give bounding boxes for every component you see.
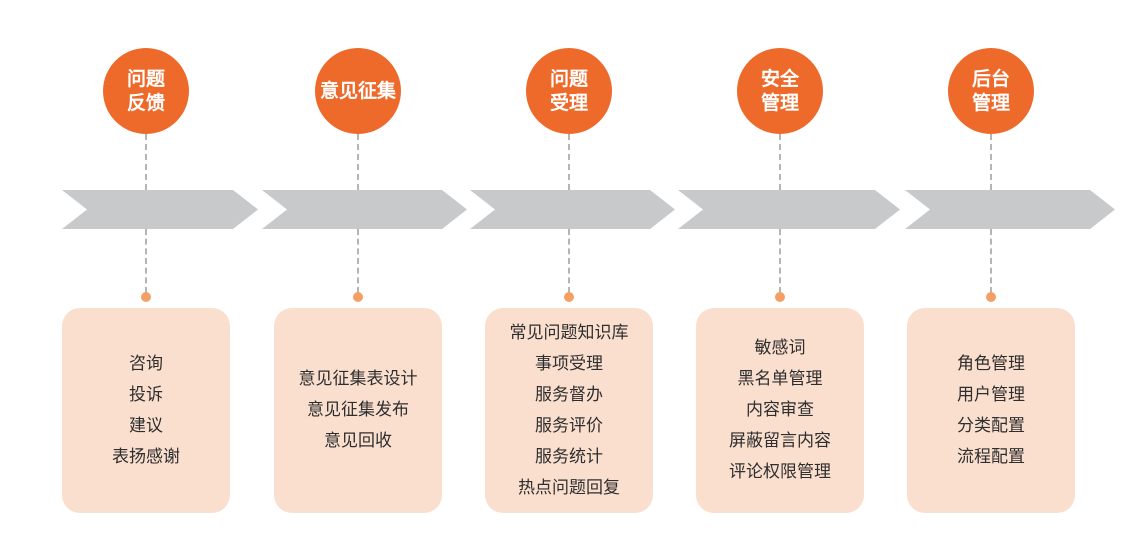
stage-title-circle: 后台 管理 — [948, 48, 1034, 134]
stage-2: 意见征集意见征集表设计意见征集发布意见回收 — [274, 0, 442, 552]
stage-items-box: 常见问题知识库事项受理服务督办服务评价服务统计热点问题回复 — [485, 308, 653, 513]
stage-items-box: 咨询投诉建议表扬感谢 — [62, 308, 230, 513]
connector-bottom — [357, 229, 359, 293]
stage-item: 建议 — [129, 415, 163, 436]
stage-items-box: 敏感词黑名单管理内容审查屏蔽留言内容评论权限管理 — [696, 308, 864, 513]
connector-dot — [775, 292, 785, 302]
connector-dot — [353, 292, 363, 302]
stage-item: 意见回收 — [324, 431, 392, 451]
stage-4: 安全 管理敏感词黑名单管理内容审查屏蔽留言内容评论权限管理 — [696, 0, 864, 552]
stage-item: 意见征集表设计 — [298, 369, 418, 389]
stage-item: 事项受理 — [535, 353, 603, 374]
connector-top — [990, 134, 992, 190]
stage-title-circle: 问题 反馈 — [103, 48, 189, 134]
connector-dot — [986, 292, 996, 302]
stage-item: 敏感词 — [754, 338, 806, 358]
stage-item: 常见问题知识库 — [509, 322, 629, 343]
connector-dot — [141, 292, 151, 302]
stage-title-circle: 问题 受理 — [526, 48, 612, 134]
stage-item: 服务督办 — [535, 384, 603, 405]
connector-bottom — [568, 229, 570, 293]
stage-item: 意见征集发布 — [307, 400, 409, 420]
stage-3: 问题 受理常见问题知识库事项受理服务督办服务评价服务统计热点问题回复 — [485, 0, 653, 552]
connector-bottom — [779, 229, 781, 293]
stage-item: 流程配置 — [957, 446, 1025, 467]
chevron-arrow-2 — [262, 190, 467, 229]
stage-title-circle: 意见征集 — [315, 48, 401, 134]
stage-1: 问题 反馈咨询投诉建议表扬感谢 — [62, 0, 230, 552]
stage-item: 黑名单管理 — [737, 369, 823, 389]
stage-items-box: 角色管理用户管理分类配置流程配置 — [907, 308, 1075, 513]
connector-bottom — [990, 229, 992, 293]
chevron-arrow-1 — [62, 190, 258, 229]
connector-top — [145, 134, 147, 190]
stage-item: 表扬感谢 — [112, 446, 180, 467]
connector-top — [568, 134, 570, 190]
connector-bottom — [145, 229, 147, 293]
stage-item: 屏蔽留言内容 — [729, 431, 831, 451]
stage-item: 角色管理 — [957, 353, 1025, 374]
stage-item: 内容审查 — [746, 400, 814, 420]
stage-items-box: 意见征集表设计意见征集发布意见回收 — [274, 308, 442, 513]
stage-title-circle: 安全 管理 — [737, 48, 823, 134]
stage-item: 咨询 — [129, 353, 163, 374]
connector-top — [357, 134, 359, 190]
stage-item: 服务统计 — [535, 446, 603, 467]
chevron-arrow-5 — [905, 190, 1115, 229]
stage-5: 后台 管理角色管理用户管理分类配置流程配置 — [907, 0, 1075, 552]
stage-item: 分类配置 — [957, 415, 1025, 436]
stage-item: 用户管理 — [957, 384, 1025, 405]
chevron-arrow-3 — [470, 190, 675, 229]
connector-top — [779, 134, 781, 190]
stage-item: 评论权限管理 — [729, 462, 831, 482]
stage-item: 服务评价 — [535, 415, 603, 436]
connector-dot — [564, 292, 574, 302]
chevron-arrow-4 — [678, 190, 900, 229]
stage-item: 热点问题回复 — [518, 477, 620, 498]
stage-item: 投诉 — [129, 384, 163, 405]
